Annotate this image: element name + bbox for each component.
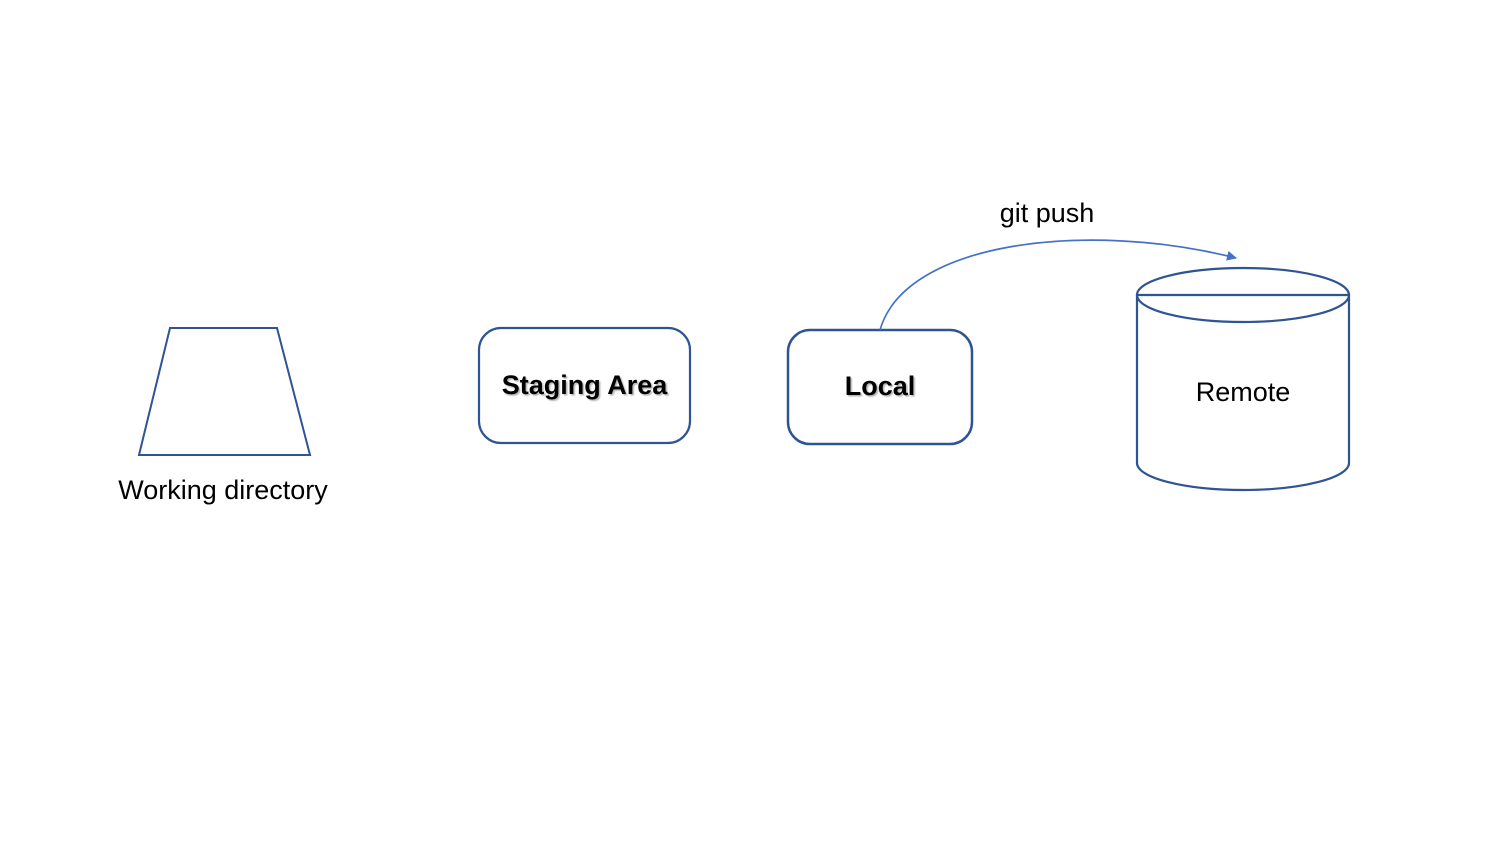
- local-box: [786, 328, 974, 446]
- staging-area-box: [477, 326, 692, 445]
- git-push-arrow: [879, 239, 1237, 331]
- remote-cylinder-body: [1135, 293, 1351, 492]
- working-directory-trapezoid: [137, 327, 312, 456]
- remote-cylinder-top: [1135, 266, 1351, 324]
